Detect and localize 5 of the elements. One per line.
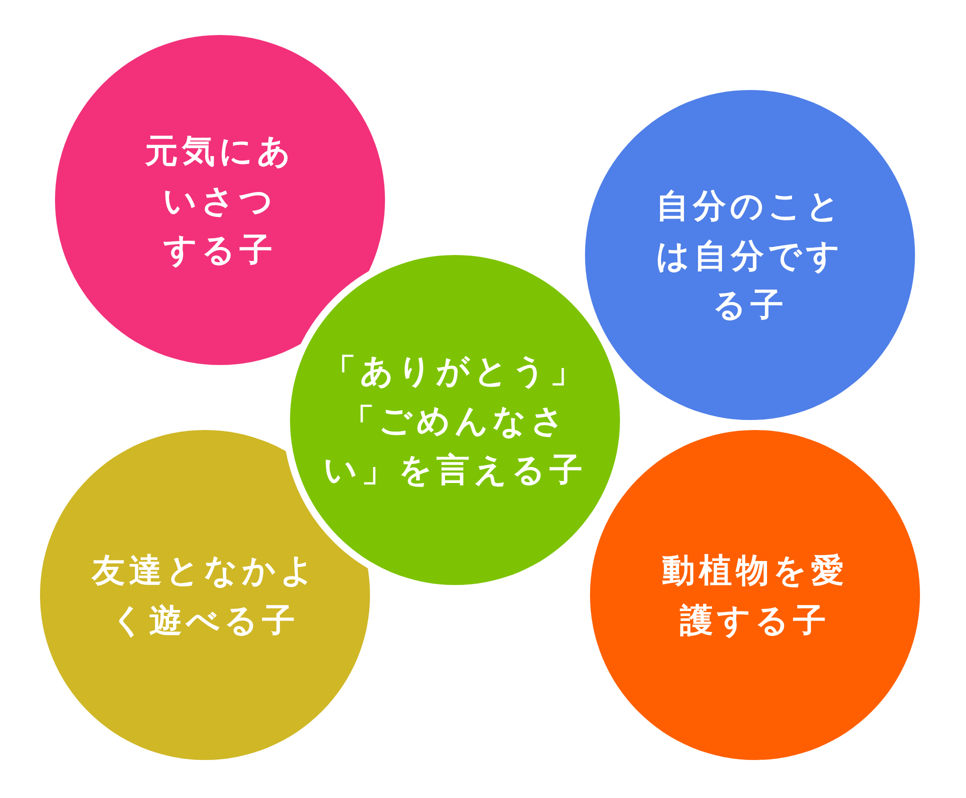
circle-label: 自分のことは自分でする子 bbox=[655, 184, 845, 326]
circle-label: 友達となかよく遊べる子 bbox=[90, 550, 319, 641]
circle-label: 元気にあいさつする子 bbox=[144, 130, 296, 271]
circle-label: 動植物を愛護する子 bbox=[661, 550, 849, 641]
circle-label: 「ありがとう」「ごめんなさい」を言える子 bbox=[322, 350, 588, 491]
